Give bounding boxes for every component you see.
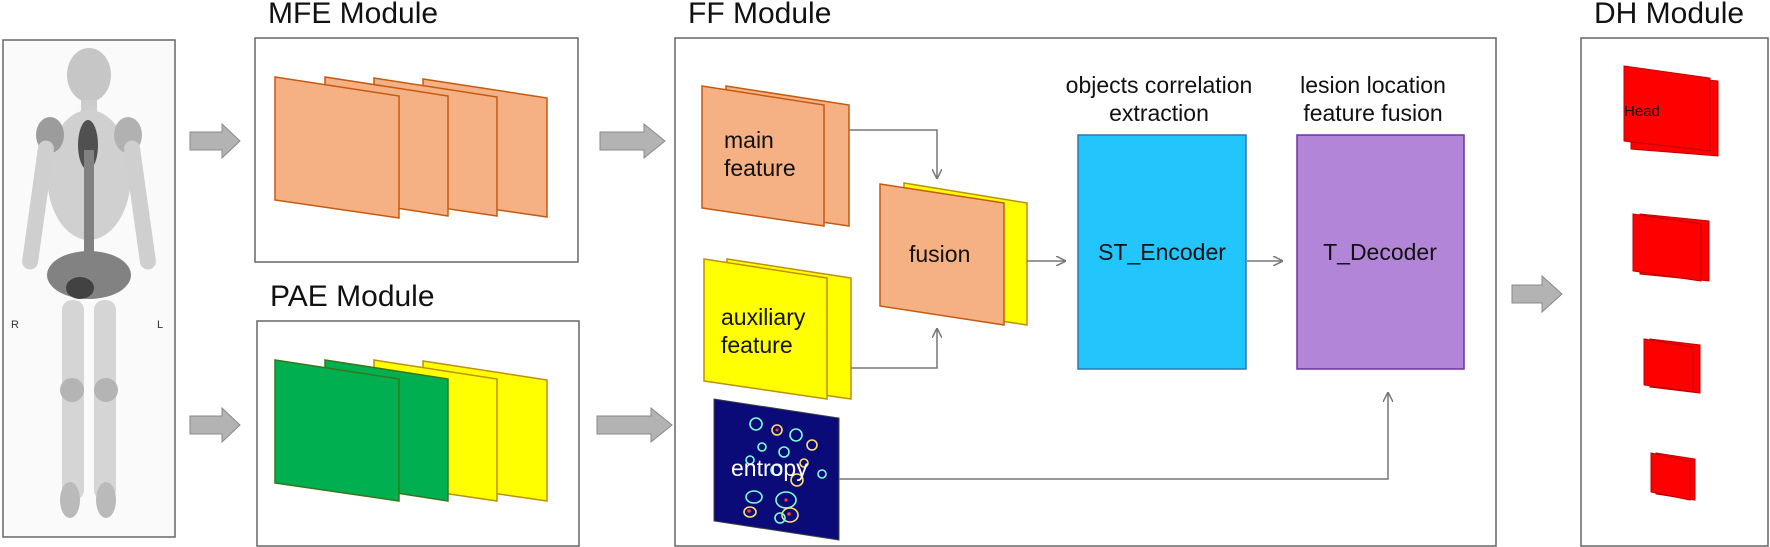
entropy-map — [713, 398, 840, 541]
fusion-label: fusion — [909, 241, 970, 267]
block-arrow-ff-to-dh — [1511, 274, 1563, 314]
head-label: Head — [1624, 103, 1660, 120]
pae-module-title: PAE Module — [270, 280, 435, 313]
entropy-label: entropy — [731, 455, 808, 481]
ff-connectors — [839, 129, 1388, 480]
pae-feature-maps — [274, 359, 548, 502]
auxiliary-feature-label-2: feature — [721, 332, 793, 358]
encoder-caption-2: extraction — [1109, 100, 1209, 126]
decoder-caption-1: lesion location — [1300, 72, 1446, 98]
ff-module-title: FF Module — [688, 0, 831, 30]
arrow-aux-to-fusion — [851, 329, 937, 369]
auxiliary-feature-label-1: auxiliary — [721, 304, 806, 330]
block-arrow-pae-to-ff — [596, 406, 673, 444]
mfe-module-title: MFE Module — [268, 0, 438, 30]
scan-right-marker: R — [11, 319, 19, 331]
fusion-stack — [879, 182, 1028, 326]
bone-scan-image: R L — [2, 39, 176, 538]
arrow-entropy-to-decoder — [839, 393, 1388, 480]
scan-left-marker: L — [157, 319, 163, 331]
block-arrow-mfe-to-ff — [599, 122, 666, 160]
head-block-4 — [1650, 452, 1696, 501]
mfe-feature-maps — [274, 76, 548, 219]
main-feature-label-2: feature — [724, 155, 796, 181]
arrow-main-to-fusion — [849, 129, 937, 178]
st-encoder-label: ST_Encoder — [1098, 239, 1226, 265]
main-feature-stack — [701, 85, 850, 227]
block-arrow-scan-to-pae — [189, 406, 241, 444]
head-block-2 — [1632, 213, 1710, 282]
t-decoder-label: T_Decoder — [1323, 239, 1437, 265]
head-block-1 — [1623, 65, 1719, 157]
dh-heads — [1623, 65, 1719, 501]
decoder-caption-2: feature fusion — [1303, 100, 1442, 126]
dh-module-title: DH Module — [1594, 0, 1744, 30]
main-feature-label-1: main — [724, 127, 774, 153]
st-encoder-block — [1077, 134, 1247, 370]
head-block-3 — [1643, 338, 1701, 394]
encoder-caption-1: objects correlation — [1066, 72, 1253, 98]
auxiliary-feature-stack — [703, 258, 852, 400]
t-decoder-block — [1296, 134, 1465, 370]
block-arrow-scan-to-mfe — [189, 122, 241, 160]
